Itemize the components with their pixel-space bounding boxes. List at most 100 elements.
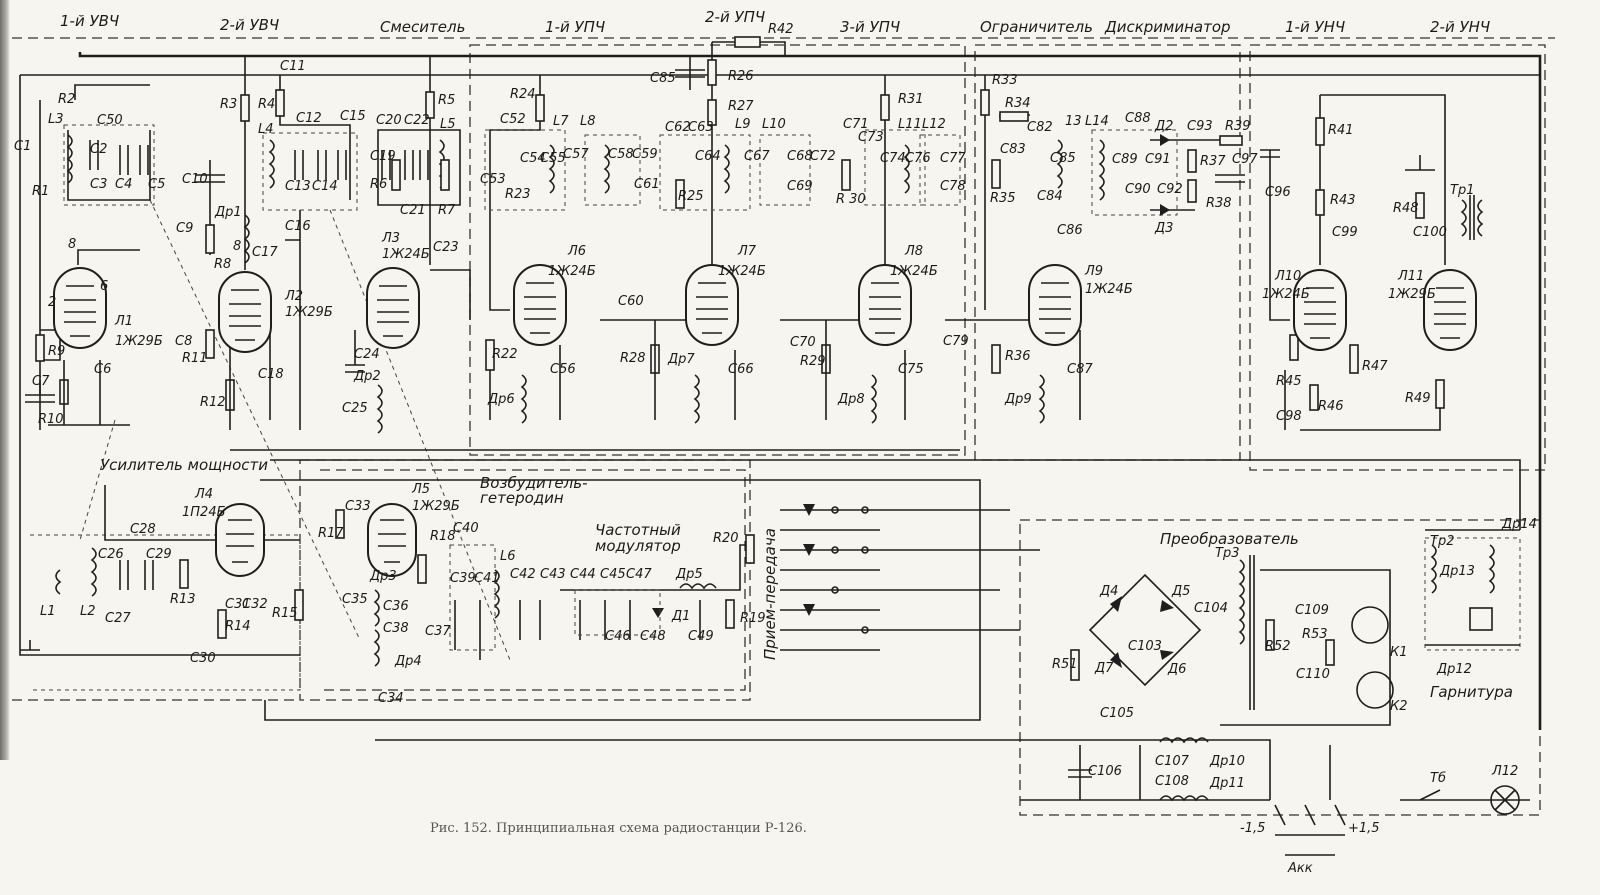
ref-Dr10: Др10 xyxy=(1209,754,1245,769)
ref-R19: R19 xyxy=(740,611,766,626)
ref-C85: C85 xyxy=(650,71,676,86)
tube-l10 xyxy=(1293,269,1347,351)
ref-minus-1-5: -1,5 xyxy=(1240,821,1265,836)
ref-R14: R14 xyxy=(225,619,251,634)
ref-C23: C23 xyxy=(433,240,459,255)
ref-C106: C106 xyxy=(1088,764,1122,779)
ref-C39: C39 xyxy=(450,571,476,586)
ref-C72: C72 xyxy=(810,149,836,164)
ref-Dr3: Др3 xyxy=(369,569,397,584)
ref-Dr14: Др14 xyxy=(1501,517,1537,532)
ref-C54: C54 xyxy=(520,151,546,166)
section-boundaries xyxy=(12,37,1555,816)
label-rx-tx: Прием-передача xyxy=(761,528,779,660)
ref-C64: C64 xyxy=(695,149,721,164)
ref-C68: C68 xyxy=(787,149,813,164)
tube-l2-ref: Л2 xyxy=(284,289,303,304)
tube-l2 xyxy=(218,271,272,353)
label-exciter-2: гетеродин xyxy=(480,489,564,507)
ref-D4: Д4 xyxy=(1099,584,1118,599)
stage-mixer xyxy=(345,55,471,434)
ref-C15: C15 xyxy=(340,109,366,124)
ref-Dr8: Др8 xyxy=(837,392,865,407)
supply-rails xyxy=(19,52,1542,801)
label-modulator-2: модулятор xyxy=(595,537,681,555)
ref-C49: C49 xyxy=(688,629,714,644)
ref-C53: C53 xyxy=(480,172,506,187)
ref-L2: L2 xyxy=(80,604,96,619)
ref-Dr5: Др5 xyxy=(675,567,703,582)
ref-C16: C16 xyxy=(285,219,311,234)
tube-l7-ref: Л7 xyxy=(737,244,757,259)
ref-R37: R37 xyxy=(1200,154,1226,169)
stage-rf2 xyxy=(195,55,358,430)
ref-C29: C29 xyxy=(146,547,172,562)
ref-R51: R51 xyxy=(1052,657,1078,672)
ref-R47: R47 xyxy=(1362,359,1388,374)
ref-Dr6: Др6 xyxy=(487,392,515,407)
ref-C33: C33 xyxy=(345,499,371,514)
ref-R49: R49 xyxy=(1405,391,1431,406)
ref-C30: C30 xyxy=(190,651,216,666)
tube-l9-ref: Л9 xyxy=(1084,264,1103,279)
ref-L6: L6 xyxy=(500,549,516,564)
ref-R53: R53 xyxy=(1302,627,1328,642)
tube-l7-type: 1Ж24Б xyxy=(718,264,766,279)
ref-C32: C32 xyxy=(242,597,268,612)
ref-R20: R20 xyxy=(713,531,739,546)
ref-Tr3: Тр3 xyxy=(1215,546,1239,561)
ref-R41: R41 xyxy=(1328,123,1354,138)
tube-l5-ref: Л5 xyxy=(411,482,430,497)
ref-C24: C24 xyxy=(354,347,380,362)
ref-C83: C83 xyxy=(1000,142,1026,157)
ref-R6: R6 xyxy=(370,177,387,192)
ref-Tb: Тб xyxy=(1430,771,1446,786)
ref-C34: C34 xyxy=(378,691,404,706)
ref-L4: L4 xyxy=(258,122,274,137)
ref-L14: L14 xyxy=(1085,114,1109,129)
ref-Tr1: Тр1 xyxy=(1450,183,1474,198)
ref-R29: R29 xyxy=(800,354,826,369)
ref-L8: L8 xyxy=(580,114,596,129)
ref-C104: C104 xyxy=(1194,601,1228,616)
ref-C1: C1 xyxy=(14,139,31,154)
ref-R13: R13 xyxy=(170,592,196,607)
ref-C46: C46 xyxy=(605,629,631,644)
ref-R18: R18 xyxy=(430,529,456,544)
tube-l9 xyxy=(1028,264,1082,346)
label-converter: Преобразователь xyxy=(1160,530,1299,548)
ref-C86: C86 xyxy=(1057,223,1083,238)
tube-l4-type: 1П24Б xyxy=(182,505,226,520)
stage-if3 xyxy=(780,75,961,424)
ref-C47: C47 xyxy=(626,567,652,582)
ref-C93: C93 xyxy=(1187,119,1213,134)
ref-R11: R11 xyxy=(182,351,208,366)
ref-C7: C7 xyxy=(32,374,50,389)
tube-l1 xyxy=(53,267,107,349)
ref-C100: C100 xyxy=(1413,225,1447,240)
label-modulator-1: Частотный xyxy=(595,521,681,539)
stage-modulator xyxy=(560,534,755,640)
figure-caption: Рис. 152. Принципиальная схема радиостан… xyxy=(430,821,807,836)
ref-C22: C22 xyxy=(404,113,430,128)
ref-C18: C18 xyxy=(258,367,284,382)
label-if2: 2-й УПЧ xyxy=(705,8,765,26)
ref-D2: Д2 xyxy=(1154,119,1173,134)
ref-C43: C43 xyxy=(540,567,566,582)
label-if3: 3-й УПЧ xyxy=(840,18,900,36)
tube-l8-type: 1Ж24Б xyxy=(890,264,938,279)
stage-if1 xyxy=(484,75,641,424)
label-af1: 1-й УНЧ xyxy=(1285,18,1345,36)
ref-C66: C66 xyxy=(728,362,754,377)
ref-C35: C35 xyxy=(342,592,368,607)
ref-C96: C96 xyxy=(1265,185,1291,200)
ref-C71: C71 xyxy=(843,117,869,132)
ref-R24: R24 xyxy=(510,87,536,102)
ref-C57: C57 xyxy=(563,147,589,162)
ref-R52: R52 xyxy=(1265,639,1291,654)
ref-Dr11: Др11 xyxy=(1209,776,1245,791)
ref-D3: Д3 xyxy=(1154,221,1173,236)
ref-C41: C41 xyxy=(474,571,500,586)
ref-L5: L5 xyxy=(440,117,456,132)
ref-R43: R43 xyxy=(1330,193,1356,208)
